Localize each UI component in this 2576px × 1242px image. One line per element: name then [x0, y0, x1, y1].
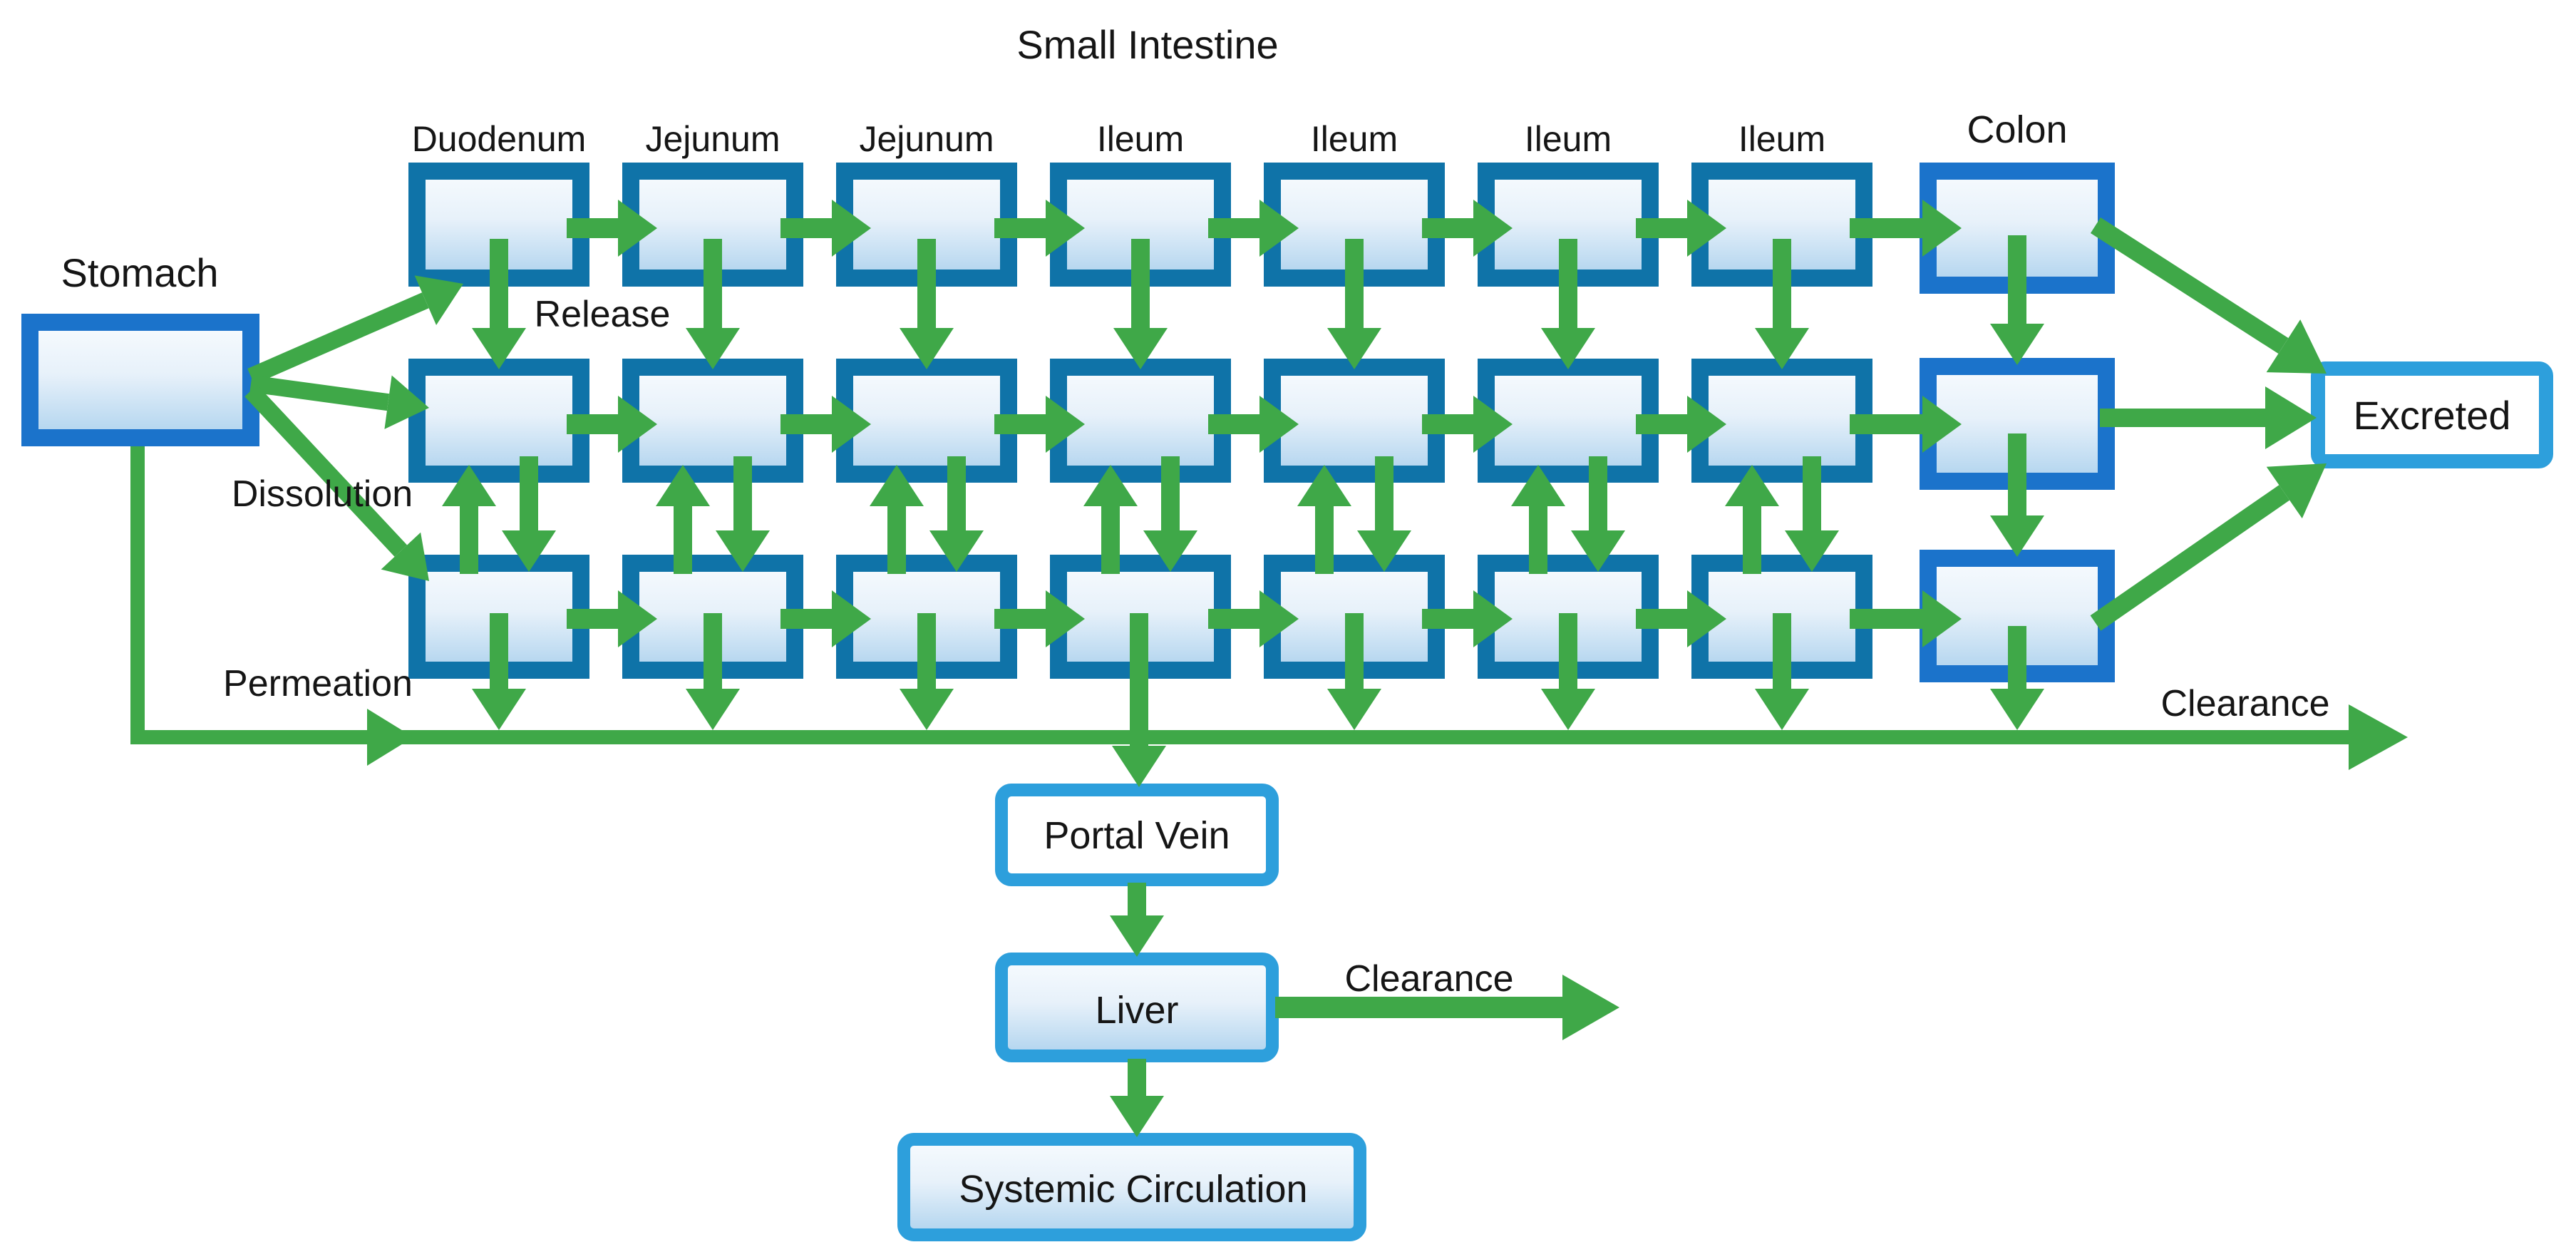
arrow-redissolve-up-col2: [656, 465, 710, 574]
arrow-ileum-to-portal-vein: [1112, 613, 1166, 787]
arrow-release-col5: [1327, 239, 1381, 369]
arrow-clearance-mid: [367, 709, 413, 766]
release-label: Release: [535, 294, 671, 335]
arrow-transit-row2-3: [994, 396, 1085, 453]
arrow-permeation-col6: [1541, 613, 1595, 730]
arrow-redissolve-up-col7: [1725, 465, 1779, 574]
arrow-release-col3: [900, 239, 954, 369]
column-label-ileum-4: Ileum: [1738, 119, 1825, 159]
arrow-transit-row1-7: [1850, 200, 1962, 257]
arrow-release-col6: [1541, 239, 1595, 369]
arrow-transit-row3-7: [1850, 590, 1962, 647]
permeation-label: Permeation: [223, 663, 413, 704]
arrow-transit-row3-3: [994, 590, 1085, 647]
arrow-colon-row2-excreted: [2100, 386, 2317, 449]
column-label-ileum-1: Ileum: [1097, 119, 1184, 159]
arrow-colon-permeation: [1990, 626, 2044, 730]
arrow-release-col2: [686, 239, 740, 369]
arrow-precipitate-down-col3: [929, 456, 984, 572]
arrow-clearance-end: [2349, 704, 2408, 770]
portal-vein-label: Portal Vein: [1044, 814, 1230, 857]
arrow-permeation-col3: [900, 613, 954, 730]
column-label-ileum-3: Ileum: [1525, 119, 1612, 159]
liver-label: Liver: [1095, 989, 1178, 1032]
arrow-liver-clearance: [1275, 975, 1619, 1040]
liver-box: [995, 953, 1279, 1062]
arrow-transit-row1-2: [780, 200, 871, 257]
portal-vein-box: [995, 784, 1279, 886]
stomach-box: [21, 314, 259, 446]
arrow-stomach-to-row1: [247, 275, 463, 384]
excreted-box: [2311, 361, 2553, 468]
gut-clearance-label: Clearance: [2160, 683, 2329, 724]
arrow-transit-row2-4: [1208, 396, 1299, 453]
arrow-release-col4: [1113, 239, 1168, 369]
arrow-transit-row3-1: [567, 590, 657, 647]
liver-clearance-label: Clearance: [1344, 958, 1513, 1000]
arrow-transit-row2-7: [1850, 396, 1962, 453]
si-box-row2-col5: [1264, 359, 1445, 483]
arrow-redissolve-up-col1: [442, 465, 496, 574]
si-box-row2-col1: [408, 359, 589, 483]
arrow-precipitate-down-col1: [502, 456, 556, 572]
arrow-transit-row1-1: [567, 200, 657, 257]
arrow-precipitate-down-col4: [1143, 456, 1197, 572]
arrow-permeation-col2: [686, 613, 740, 730]
small-intestine-title: Small Intestine: [1016, 22, 1278, 67]
arrow-redissolve-up-col6: [1511, 465, 1565, 574]
arrow-precipitate-down-col6: [1571, 456, 1625, 572]
arrow-transit-row3-2: [780, 590, 871, 647]
arrow-transit-row3-5: [1422, 590, 1513, 647]
excreted-label: Excreted: [2354, 393, 2511, 438]
column-label-jejunum-1: Jejunum: [646, 119, 780, 159]
column-label-jejunum-2: Jejunum: [860, 119, 994, 159]
arrow-stomach-to-row3: [244, 384, 429, 581]
arrow-transit-row3-4: [1208, 590, 1299, 647]
arrow-release-col7: [1755, 239, 1809, 369]
compartments-and-arrows: [21, 163, 2553, 1241]
si-box-row2-col7: [1691, 359, 1872, 483]
arrow-permeation-col1: [472, 613, 526, 730]
arrow-transit-row1-6: [1636, 200, 1726, 257]
arrow-colon-row3-excreted: [2090, 463, 2327, 631]
arrow-transit-row3-6: [1636, 590, 1726, 647]
arrow-transit-row1-4: [1208, 200, 1299, 257]
systemic-circulation-label: Systemic Circulation: [959, 1168, 1307, 1211]
arrow-redissolve-up-col5: [1297, 465, 1351, 574]
dissolution-label: Dissolution: [232, 473, 413, 515]
arrow-colon-row1-row2: [1990, 235, 2044, 365]
arrow-transit-row2-6: [1636, 396, 1726, 453]
arrow-precipitate-down-col7: [1785, 456, 1839, 572]
column-label-ileum-2: Ileum: [1311, 119, 1398, 159]
si-box-row2-col2: [622, 359, 803, 483]
arrow-colon-row2-row3: [1990, 433, 2044, 557]
diagram-labels: Small Intestine Duodenum Jejunum Jejunum…: [61, 22, 2511, 1211]
arrow-transit-row1-5: [1422, 200, 1513, 257]
arrow-release-col1: [472, 239, 526, 369]
stomach-label: Stomach: [61, 250, 219, 295]
arrow-transit-row2-1: [567, 396, 657, 453]
arrow-redissolve-up-col4: [1083, 465, 1138, 574]
arrow-precipitate-down-col2: [716, 456, 770, 572]
arrow-transit-row2-2: [780, 396, 871, 453]
arrow-portal-vein-to-liver: [1110, 883, 1164, 957]
colon-label: Colon: [1967, 108, 2067, 151]
arrow-permeation-col7: [1755, 613, 1809, 730]
arrow-permeation-col5: [1327, 613, 1381, 730]
arrow-stomach-to-row2: [249, 375, 429, 429]
arrow-precipitate-down-col5: [1357, 456, 1411, 572]
arrow-colon-row1-excreted: [2090, 217, 2327, 374]
systemic-circulation-box: [897, 1133, 1366, 1241]
arrow-liver-to-systemic: [1110, 1059, 1164, 1137]
si-box-row2-col3: [836, 359, 1017, 483]
si-box-row2-col6: [1478, 359, 1659, 483]
column-label-duodenum: Duodenum: [412, 119, 587, 159]
si-box-row2-col4: [1050, 359, 1231, 483]
arrow-redissolve-up-col3: [870, 465, 924, 574]
arrow-transit-row2-5: [1422, 396, 1513, 453]
arrow-transit-row1-3: [994, 200, 1085, 257]
